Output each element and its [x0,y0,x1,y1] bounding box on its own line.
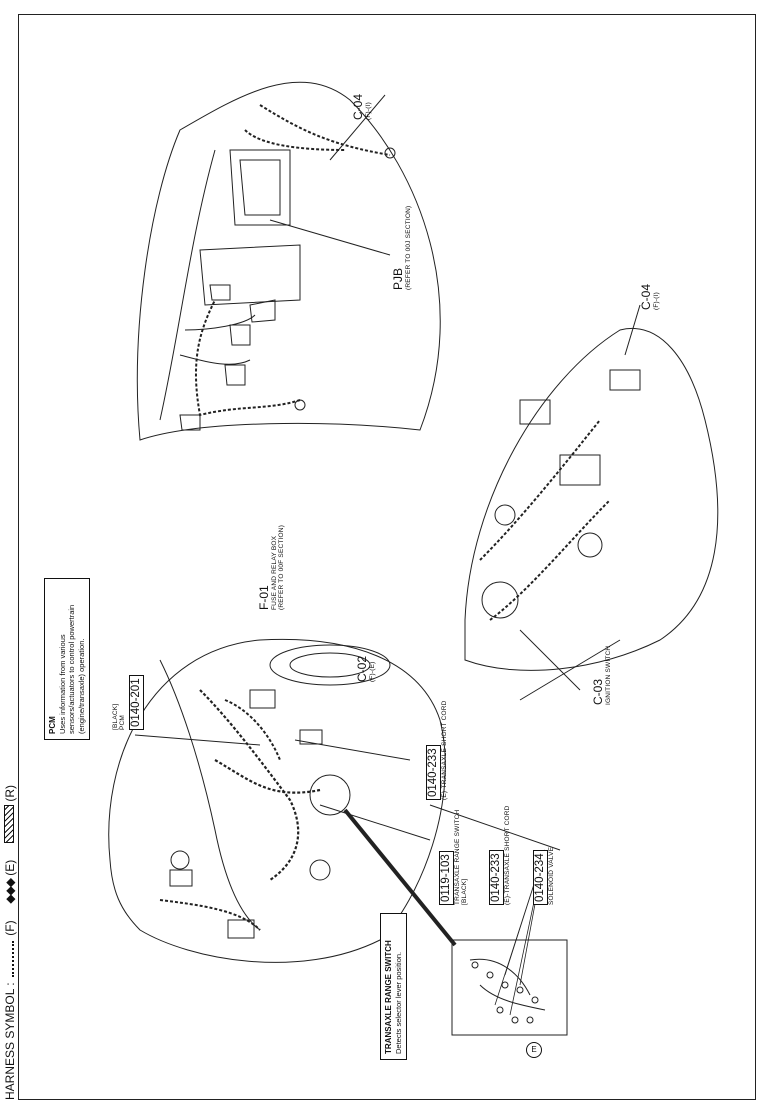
harness-symbol-legend: HARNESS SYMBOL : (F) ◆◆◆ (E) (R) [3,785,17,1100]
pjb-desc: (REFER TO 00J SECTION) [405,205,413,290]
trs-connector-label: 0119-103 TRANSAXLE RANGE SWITCH [BLACK] [436,810,468,905]
trs-box-text: Detects selector lever position. [394,951,403,1054]
trs-box-title: TRANSAXLE RANGE SWITCH [384,940,393,1054]
callout-f01: F-01 FUSE AND RELAY BOX (REFER TO 00F SE… [257,524,286,610]
short-cord-bottom-code: 0140-233 [489,850,504,905]
f01-code: F-01 [257,585,271,610]
short-cord-top-label: 0140-233 (E)-TRANSAXLE SHORT CORD [423,700,448,800]
trs-desc: TRANSAXLE RANGE SWITCH [453,809,461,905]
harness-symbol-label: HARNESS SYMBOL : [3,982,17,1100]
callout-c04-top: C-04 (F)-(I) [351,93,373,120]
f01-desc2: (REFER TO 00F SECTION) [278,524,286,610]
c04-bottom-sub: (F)-(I) [653,292,661,310]
c03-code: C-03 [591,678,605,705]
f01-desc1: FUSE AND RELAY BOX [271,535,279,610]
legend-code-r: (R) [3,785,17,802]
diamond-symbol: ◆◆◆ [3,879,17,904]
callout-pjb: PJB (REFER TO 00J SECTION) [391,205,413,290]
pcm-color: [BLACK] [112,703,119,730]
trs-code: 0119-103 [439,851,454,905]
callout-c02: C-02 (F)-(E) [355,655,377,682]
pcm-code: 0140-201 [129,675,144,730]
callout-c04-bottom: C-04 (F)-(I) [639,283,661,310]
legend-code-e: (E) [3,859,17,876]
short-cord-top-desc: (E)-TRANSAXLE SHORT CORD [440,700,448,800]
pcm-info-box: PCM Uses information from various sensor… [44,578,91,740]
pjb-code: PJB [391,267,405,290]
c03-desc: IGNITION SWITCH [605,645,613,705]
diagram-frame [18,14,756,1100]
solenoid-label: 0140-234 SOLENOID VALVE [530,847,555,905]
pcm-connector-label: [BLACK] PCM 0140-201 [112,675,144,730]
short-cord-top-code: 0140-233 [426,745,441,800]
pcm-name: PCM [119,714,127,730]
legend-code-f: (F) [3,920,17,936]
short-cord-bottom-label: 0140-233 (E)-TRANSAXLE SHORT CORD [486,805,511,905]
pcm-box-text: Uses information from various sensors/ac… [58,604,86,734]
c04-bottom-code: C-04 [639,283,653,310]
c02-sub: (F)-(E) [369,661,377,682]
trs-info-box: TRANSAXLE RANGE SWITCH Detects selector … [380,913,408,1060]
short-cord-bottom-desc: (E)-TRANSAXLE SHORT CORD [503,805,511,905]
c04-top-sub: (F)-(I) [365,102,373,120]
hatched-symbol [4,805,14,844]
pcm-box-title: PCM [48,716,57,734]
solenoid-desc: SOLENOID VALVE [547,846,555,905]
ground-mark-label: E [531,1045,537,1054]
c02-code: C-02 [355,655,369,682]
solenoid-code: 0140-234 [533,850,548,905]
ground-mark-icon: E [526,1042,542,1058]
trs-color: [BLACK] [460,878,468,905]
callout-c03: C-03 IGNITION SWITCH [591,645,613,705]
dotted-line-symbol [5,941,14,978]
c04-top-code: C-04 [351,93,365,120]
